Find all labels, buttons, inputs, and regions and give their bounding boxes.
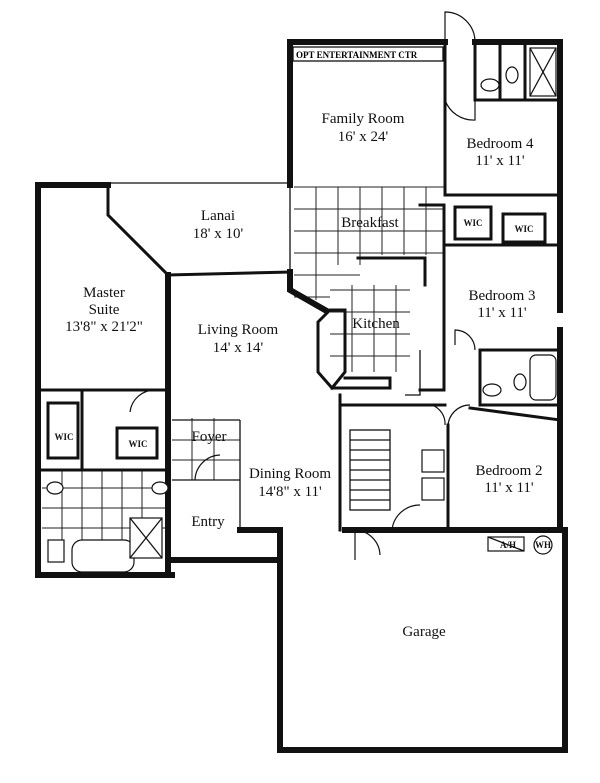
svg-text:11' x 11': 11' x 11': [477, 305, 527, 321]
dining-room-label: Dining Room 14'8" x 11': [249, 466, 331, 500]
entry-label: Entry: [191, 514, 225, 530]
svg-text:13'8" x 21'2": 13'8" x 21'2": [65, 319, 143, 335]
lanai-label: Lanai 18' x 10': [193, 208, 244, 242]
svg-text:14'8" x 11': 14'8" x 11': [258, 484, 322, 500]
living-room-label: Living Room 14' x 14': [198, 322, 279, 356]
bedroom-3-label: Bedroom 3 11' x 11': [468, 288, 535, 321]
kitchen-label: Kitchen: [352, 316, 400, 332]
svg-text:14' x 14': 14' x 14': [213, 340, 264, 356]
entertainment-center-label: OPT ENTERTAINMENT CTR: [296, 50, 418, 60]
exterior-walls: [35, 39, 568, 753]
svg-text:Bedroom 4: Bedroom 4: [466, 136, 534, 152]
bedroom-2-label: Bedroom 2 11' x 11': [475, 463, 542, 496]
family-room-label: Family Room 16' x 24': [322, 111, 405, 145]
air-handler-label: A/H: [500, 540, 516, 550]
svg-text:11' x 11': 11' x 11': [475, 153, 525, 169]
wic-label-master-left: WIC: [54, 432, 73, 442]
svg-text:Bedroom 2: Bedroom 2: [475, 463, 542, 479]
svg-text:16' x 24': 16' x 24': [338, 129, 389, 145]
svg-text:11' x 11': 11' x 11': [484, 480, 534, 496]
bedroom-4-label: Bedroom 4 11' x 11': [466, 136, 534, 169]
svg-text:Living Room: Living Room: [198, 322, 279, 338]
garage-label: Garage: [402, 624, 446, 640]
svg-text:Lanai: Lanai: [201, 208, 235, 224]
water-heater-label: WH: [535, 540, 551, 550]
svg-text:Bedroom 3: Bedroom 3: [468, 288, 535, 304]
svg-text:Suite: Suite: [89, 302, 120, 318]
interior-walls: [36, 40, 562, 573]
svg-text:Master: Master: [83, 285, 125, 301]
wic-label-master-right: WIC: [128, 439, 147, 449]
svg-text:18' x 10': 18' x 10': [193, 226, 244, 242]
wic-label-bedroom3: WIC: [514, 224, 533, 234]
svg-text:Family Room: Family Room: [322, 111, 405, 127]
wic-label-bedroom4: WIC: [463, 218, 482, 228]
breakfast-label: Breakfast: [341, 215, 399, 231]
master-suite-label: Master Suite 13'8" x 21'2": [65, 285, 143, 335]
door-swings: [129, 11, 476, 560]
svg-text:Dining Room: Dining Room: [249, 466, 331, 482]
foyer-label: Foyer: [192, 429, 227, 445]
